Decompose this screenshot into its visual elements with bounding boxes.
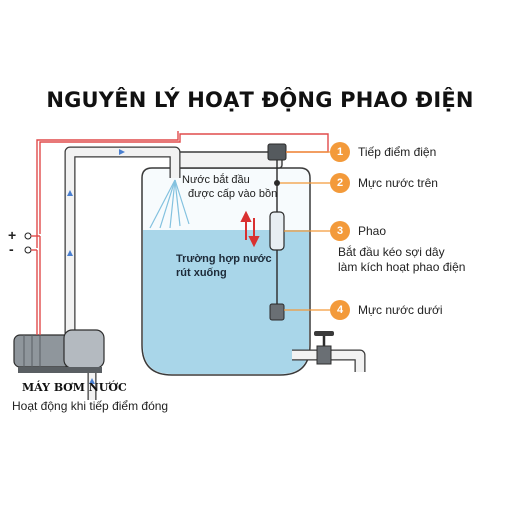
electric-contact	[267, 143, 287, 161]
up-down-arrows-icon	[240, 210, 260, 248]
callout-lines	[280, 151, 330, 311]
label-lower-level: Mực nước dưới	[358, 303, 443, 317]
float-note-line-2: làm kích hoạt phao điện	[338, 260, 466, 274]
terminal-plus	[24, 232, 32, 240]
label-electric-contact: Tiếp điểm điện	[358, 145, 437, 159]
water-note-line-2: rút xuống	[176, 267, 227, 279]
float-note-line-1: Bắt đầu kéo sợi dây	[338, 245, 445, 259]
water-note-line-1: Trường hợp nước	[176, 253, 272, 265]
terminal-minus	[24, 246, 32, 254]
pump-label: MÁY BƠM NƯỚC	[22, 381, 127, 394]
badge-1	[330, 142, 350, 162]
suction-arrow	[89, 378, 95, 384]
label-float: Phao	[358, 224, 387, 238]
minus-sign: -	[9, 241, 14, 257]
upper-level-marker	[274, 180, 280, 186]
flow-arrows	[67, 149, 125, 256]
badge-3-number: 3	[336, 225, 344, 237]
outlet-valve	[314, 331, 334, 365]
pump-note: Hoạt động khi tiếp điểm đóng	[12, 399, 169, 413]
plus-sign: +	[8, 227, 17, 243]
badge-2-number: 2	[336, 177, 344, 189]
water-pump	[13, 329, 105, 373]
lower-weight	[269, 303, 285, 321]
tank-cap	[171, 151, 283, 169]
badge-4	[330, 300, 350, 320]
badge-2	[330, 173, 350, 193]
water-spray	[149, 179, 190, 229]
badge-4-number: 4	[336, 304, 344, 316]
inflow-note-line-2: được cấp vào bồn	[188, 188, 278, 200]
page-title: NGUYÊN LÝ HOẠT ĐỘNG PHAO ĐIỆN	[46, 88, 474, 112]
float-body	[269, 211, 285, 251]
inflow-note-line-1: Nước bắt đầu	[182, 174, 250, 186]
badge-3	[330, 221, 350, 241]
badge-1-number: 1	[336, 146, 344, 158]
water-body	[143, 230, 309, 374]
label-upper-level: Mực nước trên	[358, 176, 438, 190]
